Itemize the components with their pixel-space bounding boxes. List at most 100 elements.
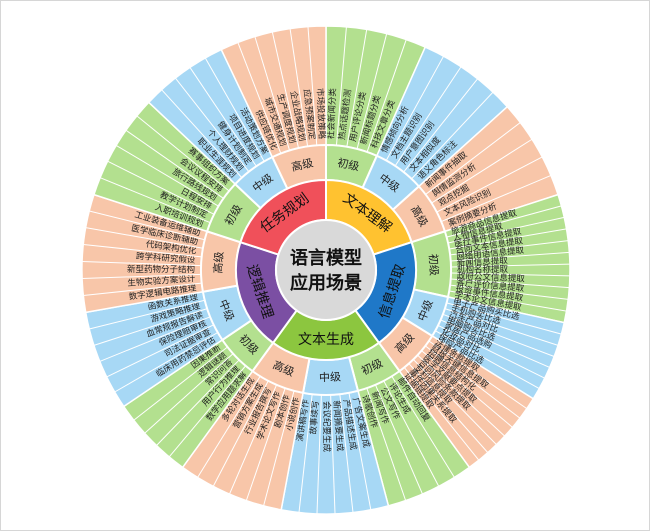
level-label: 高级 <box>290 155 315 173</box>
item-divider <box>394 66 462 167</box>
item-divider <box>204 57 265 162</box>
item-divider <box>385 55 444 161</box>
item-divider <box>446 205 562 238</box>
item-label: 会议纪要生成 <box>321 401 332 453</box>
item-divider <box>374 384 423 495</box>
level-label: 中级 <box>319 371 341 385</box>
item-divider <box>391 376 455 478</box>
center-title-line2: 应用场景 <box>290 272 362 294</box>
item-divider <box>85 227 203 249</box>
item-divider <box>114 332 218 393</box>
item-label: 新型药物分子结构 <box>127 264 195 275</box>
item-divider <box>106 324 214 378</box>
item-divider <box>366 387 407 501</box>
item-divider <box>245 387 286 501</box>
item-divider <box>428 340 528 410</box>
center-title-line1: 语言模型 <box>290 247 362 269</box>
item-divider <box>133 346 228 421</box>
item-divider <box>307 26 318 146</box>
item-divider <box>366 39 407 153</box>
item-divider <box>403 78 478 173</box>
level-label: 初级 <box>426 253 441 276</box>
item-divider <box>425 345 521 419</box>
outer-ring: 社会新闻分类热点话题检测用户评论分类新闻标题分类科技文章分类情感倾向分析文档主题… <box>81 25 571 515</box>
item-divider <box>441 174 552 223</box>
item-divider <box>446 302 562 335</box>
item-divider <box>335 26 347 146</box>
item-label: 新闻摘要生成 <box>331 400 346 452</box>
item-divider <box>89 210 205 241</box>
item-divider <box>431 138 533 204</box>
item-divider <box>417 354 506 437</box>
item-divider <box>450 251 570 262</box>
item-divider <box>229 384 278 495</box>
item-divider <box>144 353 234 434</box>
item-divider <box>298 394 313 513</box>
category-label: 文本生成 <box>298 332 354 348</box>
item-label: 机构名称提取 <box>457 264 509 275</box>
item-divider <box>450 284 569 300</box>
item-divider <box>263 390 295 507</box>
item-divider <box>254 36 291 151</box>
item-divider <box>421 350 513 428</box>
item-divider <box>125 129 224 199</box>
item-divider <box>316 394 322 514</box>
item-divider <box>156 359 240 446</box>
item-divider <box>89 299 205 330</box>
item-divider <box>436 156 543 213</box>
item-divider <box>442 313 555 357</box>
item-divider <box>99 177 211 224</box>
item-divider <box>82 260 202 267</box>
item-divider <box>271 31 299 149</box>
item-divider <box>136 115 230 192</box>
item-divider <box>440 319 550 368</box>
item-divider <box>346 29 368 147</box>
item-label: 生物实验方案设计 <box>127 273 196 289</box>
item-divider <box>212 380 269 487</box>
item-divider <box>189 67 257 167</box>
item-divider <box>411 91 494 180</box>
item-divider <box>115 144 219 207</box>
item-label: 市场投放策略 <box>314 88 327 140</box>
item-divider <box>339 394 354 513</box>
level-label: 初级 <box>336 155 360 173</box>
item-divider <box>383 380 440 487</box>
item-divider <box>93 308 208 346</box>
item-divider <box>83 282 202 297</box>
item-divider <box>425 122 521 195</box>
item-divider <box>99 316 211 362</box>
center-hub: 语言模型 应用场景 <box>275 219 377 321</box>
item-divider <box>348 392 372 510</box>
item-divider <box>408 363 489 453</box>
item-divider <box>107 160 215 215</box>
item-divider <box>161 89 243 178</box>
item-divider <box>82 273 202 280</box>
item-divider <box>289 28 309 147</box>
item-divider <box>330 394 336 514</box>
item-divider <box>197 376 261 478</box>
item-label: 新闻信息提取 <box>457 255 509 268</box>
item-divider <box>435 330 540 390</box>
item-divider <box>450 278 570 289</box>
item-label: 社会新闻分类 <box>325 87 338 139</box>
item-divider <box>168 365 247 458</box>
item-divider <box>437 324 545 379</box>
item-divider <box>237 42 282 154</box>
center-circle <box>275 219 377 321</box>
item-divider <box>450 263 570 268</box>
item-divider <box>412 359 497 445</box>
item-divider <box>174 77 250 172</box>
item-divider <box>449 228 567 250</box>
item-divider <box>450 272 570 277</box>
item-divider <box>450 240 569 256</box>
item-divider <box>356 33 388 150</box>
item-divider <box>444 308 559 346</box>
item-divider <box>449 290 567 312</box>
item-divider <box>403 367 480 461</box>
item-divider <box>83 243 202 258</box>
item-label: 故事续写 <box>308 400 321 435</box>
level-label: 高级 <box>211 251 227 274</box>
